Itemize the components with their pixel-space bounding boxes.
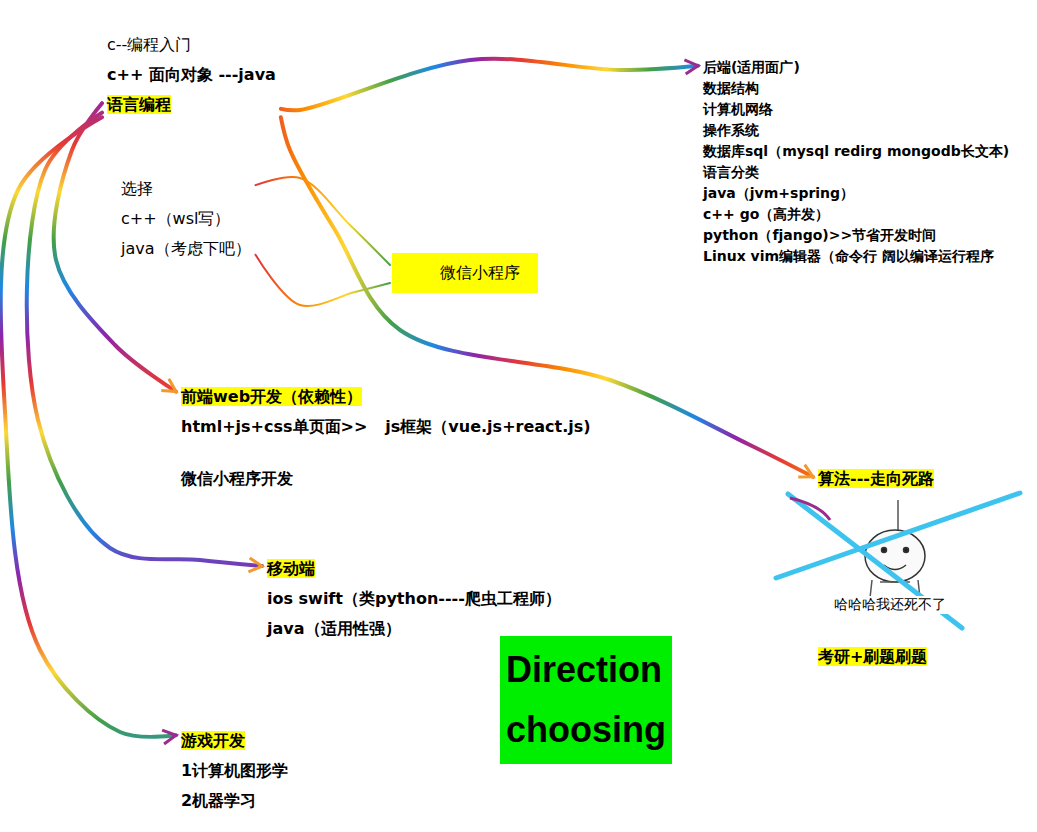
highlight: 考研+刷题刷题 bbox=[818, 647, 927, 666]
node-text: 前端web开发（依赖性） bbox=[181, 382, 609, 412]
rainbow-arrow bbox=[27, 113, 262, 566]
hanging-rope bbox=[897, 500, 899, 530]
node-text: 1计算机图形学 bbox=[181, 756, 288, 786]
meme-caption: 哈哈哈我还死不了 bbox=[832, 596, 948, 614]
rainbow-arrow bbox=[256, 177, 390, 265]
topic-block: c--编程入门c++ 面向对象 ---java 语言编程 bbox=[104, 28, 279, 122]
node-text: 算法---走向死路 bbox=[818, 464, 934, 494]
node-text: 语言编程 bbox=[107, 90, 276, 120]
node-text: c++ go（高并发） bbox=[703, 204, 1009, 225]
node-text: c--编程入门 bbox=[107, 30, 276, 60]
highlight: 前端web开发（依赖性） bbox=[181, 387, 362, 406]
node-text: python（fjango)>>节省开发时间 bbox=[703, 225, 1009, 246]
node-text: 微信小程序开发 bbox=[181, 464, 609, 494]
highlight: 语言编程 bbox=[107, 95, 171, 114]
node-text: Linux vim编辑器（命令行 阔以编译运行程序 bbox=[703, 246, 1009, 267]
highlight: 游戏开发 bbox=[181, 731, 245, 750]
node-text: 微信小程序 bbox=[440, 258, 538, 288]
direction-box: Direction choosing bbox=[500, 636, 672, 764]
wechat-box: 微信小程序 bbox=[392, 253, 538, 293]
meme-face bbox=[865, 500, 925, 598]
game-block: 游戏开发 1计算机图形学2机器学习 bbox=[178, 724, 291, 818]
node-text: 数据库sql（mysql redirg mongodb长文本) bbox=[703, 141, 1009, 162]
node-text: 计算机网络 bbox=[703, 99, 1009, 120]
highlight: 算法---走向死路 bbox=[818, 469, 934, 488]
node-text: java（考虑下吧） bbox=[121, 234, 251, 264]
scribble bbox=[790, 498, 830, 520]
cross-stroke bbox=[788, 494, 962, 628]
node-text: 操作系统 bbox=[703, 120, 1009, 141]
node-text: c++（wsl写） bbox=[121, 204, 251, 234]
face-eye bbox=[904, 548, 909, 553]
node-text: ios swift（类python----爬虫工程师） bbox=[267, 584, 561, 614]
node-text: 游戏开发 bbox=[181, 726, 288, 756]
node-text: 选择 bbox=[121, 174, 251, 204]
algorithm-block: 算法---走向死路考研+刷题刷题 bbox=[815, 462, 937, 674]
node-text: Direction choosing bbox=[506, 640, 666, 760]
node-text: 后端(适用面广) bbox=[703, 57, 1009, 78]
node-text: 移动端 bbox=[267, 554, 561, 584]
node-text: 2机器学习 bbox=[181, 786, 288, 816]
mobile-block: 移动端ios swift（类python----爬虫工程师）java（适用性强） bbox=[264, 552, 564, 646]
backend-list: 后端(适用面广)数据结构计算机网络操作系统数据库sql（mysql redirg… bbox=[700, 55, 1012, 269]
node-text: html+js+css单页面>> bbox=[181, 412, 367, 442]
node-text: js框架（vue.js+react.js) bbox=[385, 412, 590, 442]
node-text: 考研+刷题刷题 bbox=[818, 642, 934, 672]
highlight: 移动端 bbox=[267, 559, 315, 578]
cross-stroke bbox=[776, 493, 1020, 578]
rainbow-arrow bbox=[256, 255, 390, 306]
node-text: c++ 面向对象 ---java bbox=[107, 60, 276, 90]
node-text: 数据结构 bbox=[703, 78, 1009, 99]
choice-block: 选择c++（wsl写）java（考虑下吧） bbox=[118, 172, 254, 266]
frontend-block: 前端web开发（依赖性） html+js+css单页面>> js框架（vue.js+… bbox=[178, 380, 612, 496]
rainbow-arrow bbox=[281, 59, 698, 111]
face-eye bbox=[882, 548, 887, 553]
node-text: java（jvm+spring） bbox=[703, 183, 1009, 204]
node-text: 语言分类 bbox=[703, 162, 1009, 183]
